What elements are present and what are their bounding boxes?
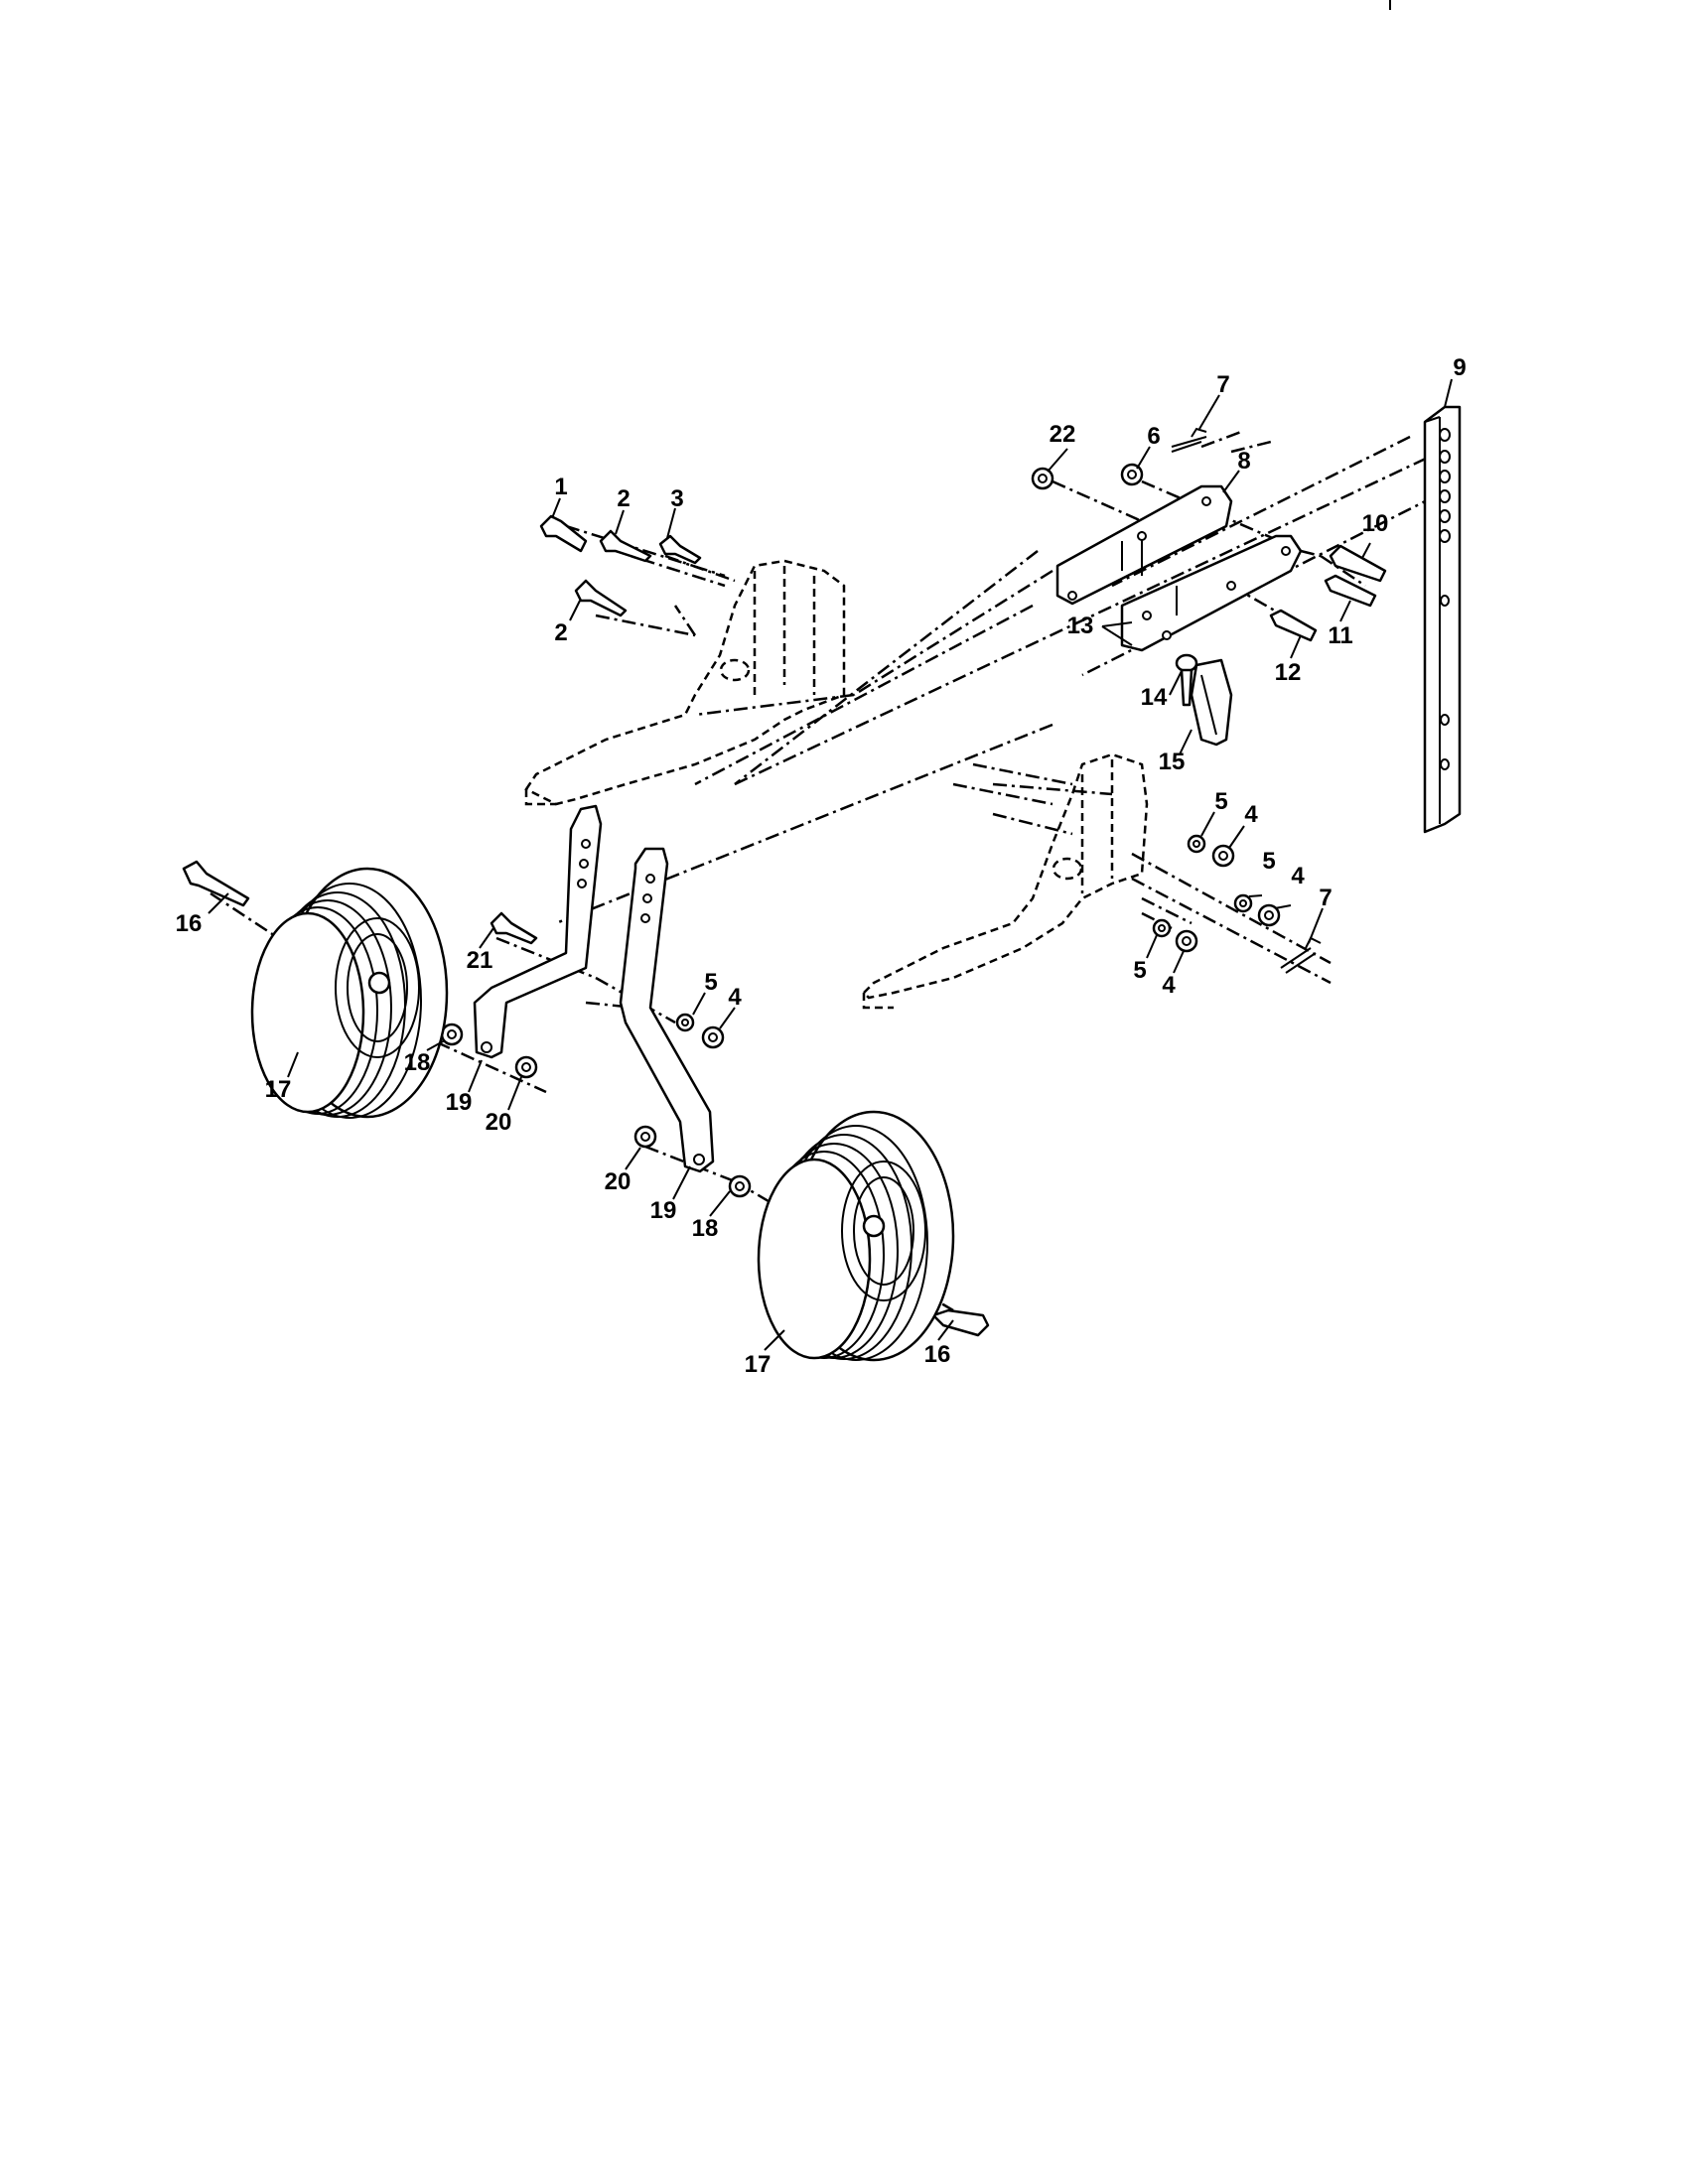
callout-18: 18 bbox=[692, 1215, 719, 1242]
hitch-clip bbox=[1190, 658, 1233, 747]
hitch-plate-upper bbox=[1055, 484, 1233, 606]
hardware bbox=[182, 427, 1387, 1337]
callout-5: 5 bbox=[704, 969, 717, 996]
callout-4: 4 bbox=[1162, 972, 1176, 999]
callout-5: 5 bbox=[1133, 957, 1146, 984]
callout-14: 14 bbox=[1141, 684, 1168, 711]
callout-13: 13 bbox=[1067, 613, 1094, 639]
callout-7: 7 bbox=[1319, 885, 1332, 911]
callout-15: 15 bbox=[1159, 749, 1186, 775]
callout-21: 21 bbox=[467, 947, 493, 974]
callout-2: 2 bbox=[617, 485, 630, 512]
hitch-pin bbox=[1175, 653, 1198, 707]
callout-7: 7 bbox=[1216, 371, 1229, 398]
callout-16: 16 bbox=[924, 1341, 951, 1368]
wheel-bracket-left bbox=[473, 804, 603, 1059]
callout-17: 17 bbox=[745, 1351, 772, 1378]
callout-4: 4 bbox=[1244, 801, 1258, 828]
callout-10: 10 bbox=[1362, 510, 1389, 537]
callout-19: 19 bbox=[650, 1197, 677, 1224]
wheel-right bbox=[757, 1110, 955, 1362]
callout-9: 9 bbox=[1453, 354, 1466, 381]
callout-18: 18 bbox=[404, 1049, 431, 1076]
leader-lines bbox=[208, 378, 1453, 1351]
callout-1: 1 bbox=[554, 474, 567, 500]
callout-17: 17 bbox=[265, 1076, 292, 1103]
callout-labels: 1 2 2 3 4 4 4 4 5 5 5 5 6 7 7 8 9 10 11 … bbox=[176, 354, 1467, 1378]
callout-12: 12 bbox=[1275, 659, 1302, 686]
callout-4: 4 bbox=[1291, 863, 1305, 889]
right-frame-bracket bbox=[862, 752, 1149, 1010]
callout-5: 5 bbox=[1262, 848, 1275, 875]
callout-5: 5 bbox=[1214, 788, 1227, 815]
wheel-left bbox=[250, 867, 449, 1119]
callout-6: 6 bbox=[1147, 423, 1160, 450]
callout-3: 3 bbox=[670, 485, 683, 512]
callout-20: 20 bbox=[486, 1109, 512, 1136]
callout-2: 2 bbox=[554, 619, 567, 646]
left-frame-bracket bbox=[524, 559, 846, 806]
callout-4: 4 bbox=[728, 984, 742, 1011]
callout-22: 22 bbox=[1050, 421, 1076, 448]
wheel-bracket-right bbox=[619, 847, 715, 1173]
callout-16: 16 bbox=[176, 910, 203, 937]
callout-20: 20 bbox=[605, 1168, 632, 1195]
callout-11: 11 bbox=[1328, 622, 1352, 649]
callout-19: 19 bbox=[446, 1089, 473, 1116]
callout-8: 8 bbox=[1237, 448, 1250, 475]
hitch-plate-lower bbox=[1120, 534, 1303, 652]
hitch-bar bbox=[1423, 405, 1462, 834]
